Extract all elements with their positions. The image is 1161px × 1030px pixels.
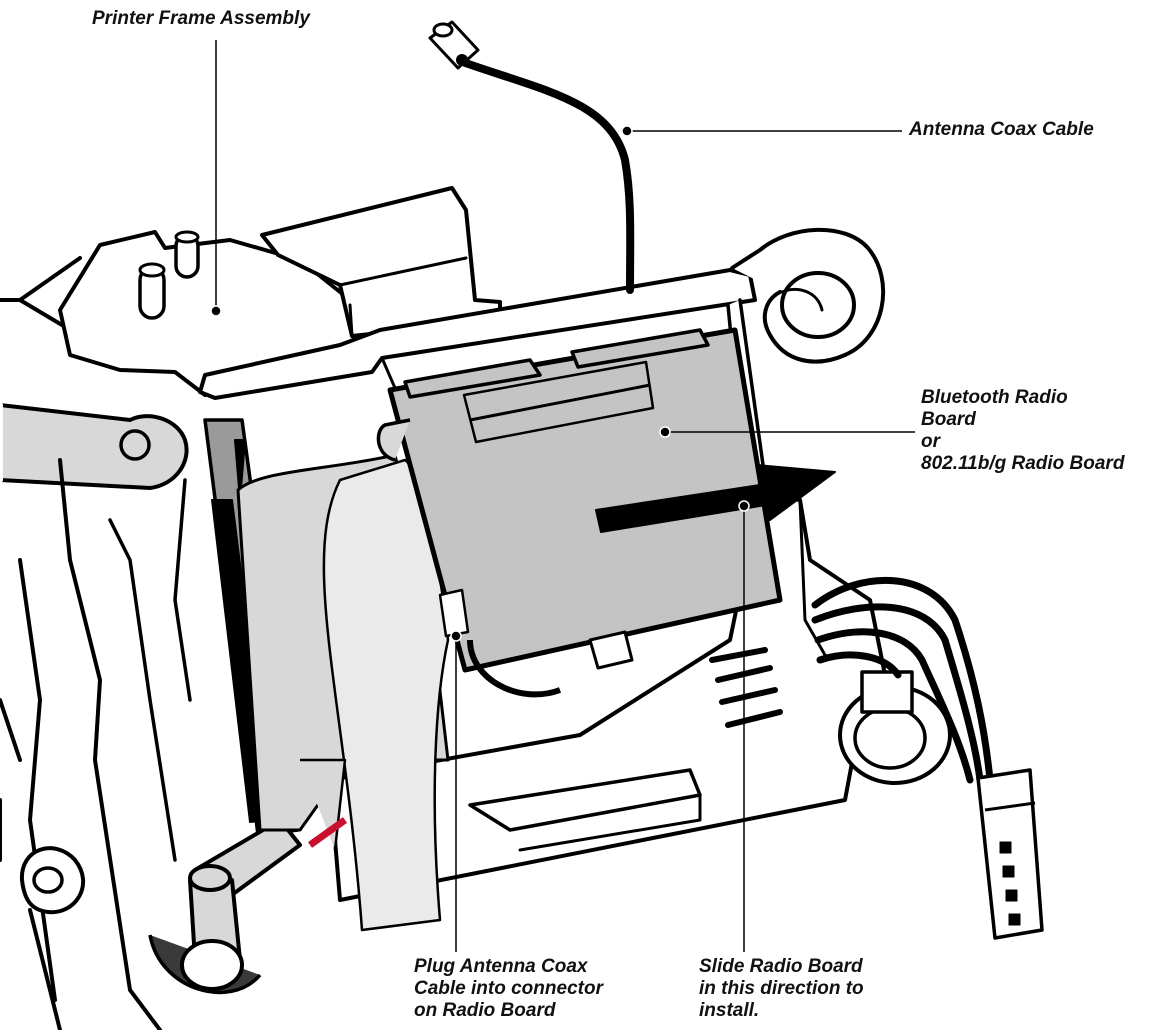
harness-connector xyxy=(976,768,1044,940)
wire-harness xyxy=(709,576,994,784)
callout-line: Bluetooth Radio xyxy=(921,387,1068,408)
callout-line: 802.11b/g Radio Board xyxy=(921,453,1125,474)
leader-dot-radio xyxy=(659,426,671,438)
callout-line: Cable into connector xyxy=(414,978,603,999)
ribbon-cable xyxy=(236,453,450,932)
leader-dot-coax xyxy=(621,125,633,137)
leader-lines xyxy=(215,40,915,952)
antenna-coax-cable xyxy=(428,20,635,698)
callout-line: in this direction to xyxy=(699,978,864,999)
callout-line: or xyxy=(921,431,940,452)
callout-line: on Radio Board xyxy=(414,1000,556,1021)
callout-line: Slide Radio Board xyxy=(699,956,863,977)
callout-line: Antenna Coax Cable xyxy=(909,119,1094,140)
radio-board xyxy=(376,327,783,673)
callout-slide-direction: Slide Radio Board in this direction to i… xyxy=(699,956,864,1022)
callout-antenna-coax-cable: Antenna Coax Cable xyxy=(909,119,1094,141)
callout-plug-antenna: Plug Antenna Coax Cable into connector o… xyxy=(414,956,603,1022)
leader-dot-frame xyxy=(210,305,222,317)
slide-direction-arrow xyxy=(595,464,836,533)
leader-dot-slide xyxy=(738,500,750,512)
callout-printer-frame-assembly: Printer Frame Assembly xyxy=(92,8,310,30)
lower-post xyxy=(148,818,302,995)
callout-line: Board xyxy=(921,409,976,430)
leader-dots xyxy=(210,125,750,642)
callout-line: Plug Antenna Coax xyxy=(414,956,588,977)
callout-line: Printer Frame Assembly xyxy=(92,8,310,29)
callout-radio-board: Bluetooth Radio Board or 802.11b/g Radio… xyxy=(921,387,1124,475)
callout-line: install. xyxy=(699,1000,760,1021)
leader-dot-plug xyxy=(450,630,462,642)
